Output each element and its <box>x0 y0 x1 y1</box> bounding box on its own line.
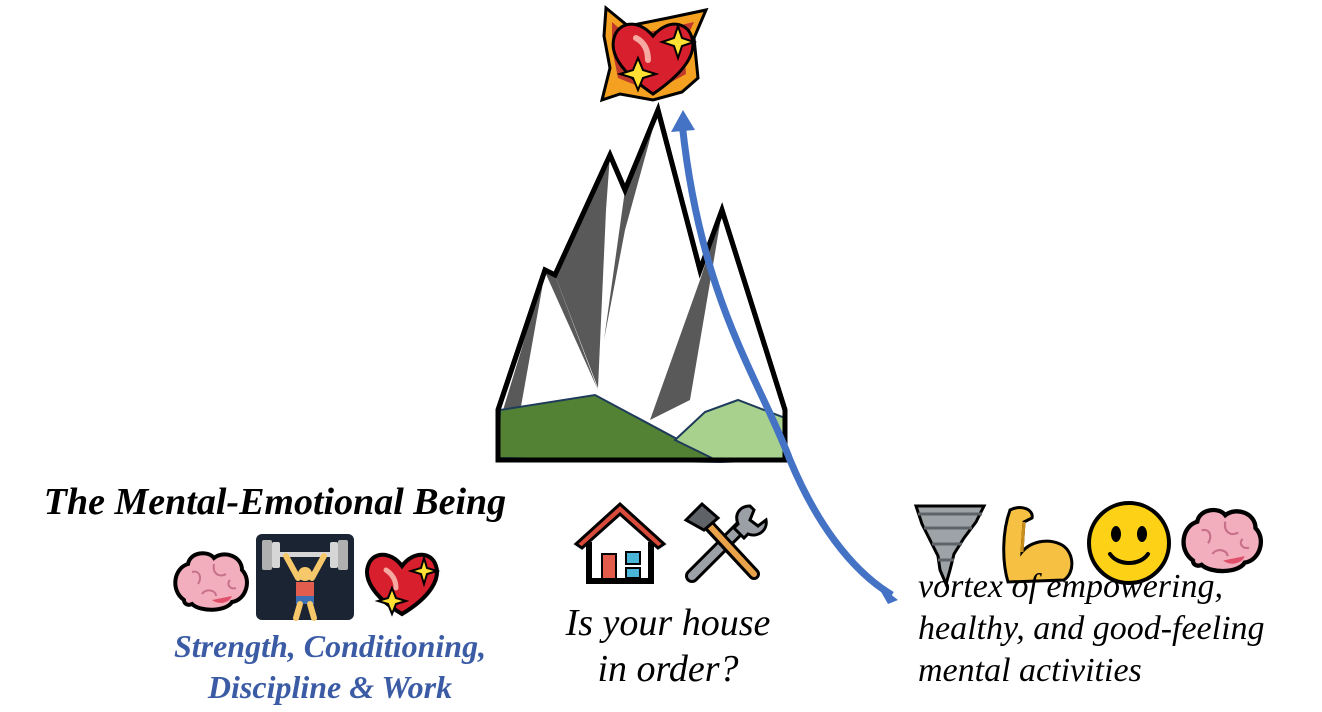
house-question: Is your house in order? <box>548 600 788 693</box>
weightlifter-icon <box>256 534 354 621</box>
question-line: in order? <box>597 648 739 691</box>
double-headed-arrow <box>671 110 898 604</box>
smiley-face-icon <box>1087 501 1171 585</box>
brain-icon <box>1181 507 1263 574</box>
being-subtitle: Strength, Conditioning, Discipline & Wor… <box>120 626 540 708</box>
vortex-description: vortex of empowering, healthy, and good-… <box>918 566 1318 692</box>
vortex-line: vortex of empowering, <box>918 568 1223 605</box>
brain-icon <box>173 551 249 612</box>
mountain-illustration <box>495 102 788 464</box>
subtitle-line: Discipline & Work <box>207 668 453 705</box>
tornado-icon <box>913 504 987 589</box>
sparkling-heart-icon <box>365 552 441 617</box>
sparkling-heart-icon <box>599 5 709 103</box>
being-title: The Mental-Emotional Being <box>43 481 507 523</box>
question-line: Is your house <box>565 602 771 644</box>
subtitle-line: Strength, Conditioning, <box>173 628 487 664</box>
vortex-line: healthy, and good-feeling <box>918 610 1265 648</box>
vortex-line: mental activities <box>918 652 1142 690</box>
house-icon <box>573 501 667 584</box>
hammer-and-wrench-icon <box>683 501 768 583</box>
flexed-biceps-icon <box>1002 506 1074 584</box>
